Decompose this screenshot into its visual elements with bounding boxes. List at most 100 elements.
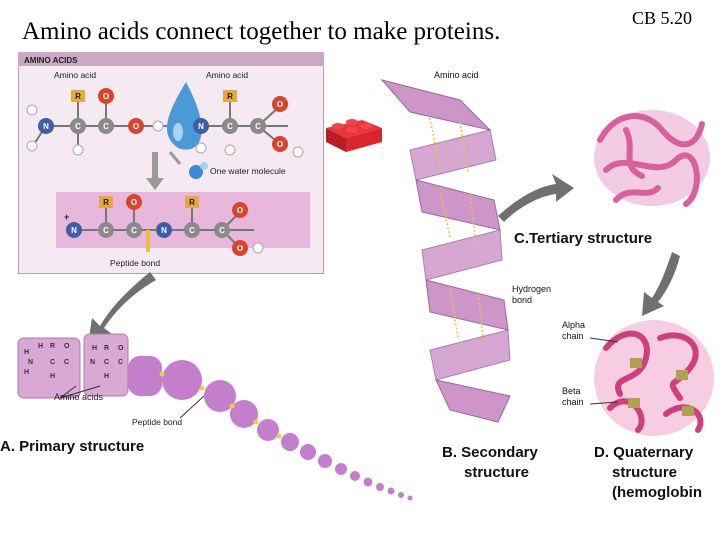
svg-text:C: C	[64, 359, 69, 366]
bead	[281, 433, 299, 451]
svg-text:R: R	[189, 198, 195, 207]
slide-reference: CB 5.20	[632, 8, 693, 28]
beta-chain-label-line1: Beta	[562, 386, 581, 396]
svg-text:N: N	[90, 359, 95, 366]
svg-text:C: C	[103, 226, 109, 235]
oxygen-atom	[272, 136, 288, 152]
arrow-to-tertiary-icon	[498, 174, 574, 222]
arrow-to-primary-icon	[88, 272, 156, 344]
oxygen-atom	[128, 118, 144, 134]
tertiary-structure-label: C.Tertiary structure	[514, 230, 653, 247]
bead	[128, 356, 162, 396]
amino-acid-inset: AMINO ACIDS Amino acid Amino acid N C C …	[18, 52, 324, 274]
bead	[398, 492, 404, 498]
bead	[387, 487, 395, 495]
heme-groups	[628, 358, 694, 416]
secondary-structure-label-line1: B. Secondary	[442, 444, 538, 461]
quaternary-structure-label-line1: D. Quaternary	[594, 444, 694, 461]
bead	[300, 444, 316, 460]
svg-text:O: O	[277, 140, 283, 149]
svg-text:C: C	[131, 226, 137, 235]
svg-text:R: R	[75, 92, 81, 101]
svg-text:C: C	[118, 359, 123, 366]
svg-text:H: H	[24, 369, 29, 376]
bead	[204, 380, 236, 412]
amino-acid-block	[17, 337, 81, 399]
svg-text:O: O	[133, 122, 139, 131]
primary-structure-diagram: H H R O N C C H H H R O N C C H Amino ac…	[17, 333, 413, 501]
oxygen-atom	[126, 194, 142, 210]
carbon-atom	[98, 222, 114, 238]
svg-text:C: C	[189, 226, 195, 235]
svg-text:H: H	[38, 343, 43, 350]
svg-text:O: O	[237, 206, 243, 215]
svg-text:C: C	[255, 122, 261, 131]
svg-text:C: C	[50, 359, 55, 366]
label-amino-acid-right: Amino acid	[206, 70, 248, 80]
oxygen-atom	[272, 96, 288, 112]
bead	[376, 483, 384, 491]
bead	[230, 400, 258, 428]
hydrogen-bond-label-line1: Hydrogen	[512, 284, 552, 294]
helix-ribbon	[380, 79, 511, 423]
carbon-atom	[222, 118, 238, 134]
oxygen-atom	[232, 240, 248, 256]
svg-text:C: C	[75, 122, 81, 131]
lego-brick-icon	[326, 119, 382, 152]
svg-text:O: O	[237, 244, 243, 253]
carbon-atom	[214, 222, 230, 238]
hydrogen-atom	[292, 146, 304, 158]
r-group	[223, 90, 237, 102]
svg-text:H: H	[24, 349, 29, 356]
down-arrow-icon	[146, 152, 164, 190]
svg-text:N: N	[71, 226, 77, 235]
beta-chain-label-line2: chain	[562, 397, 584, 407]
hydrogen-atom	[224, 144, 236, 156]
quaternary-structure-label-line3: (hemoglobin	[612, 484, 702, 501]
r-group	[71, 90, 85, 102]
svg-text:N: N	[28, 359, 33, 366]
oxygen-atom	[232, 202, 248, 218]
svg-text:+: +	[64, 212, 69, 222]
tertiary-structure-diagram	[594, 110, 710, 207]
nitrogen-atom	[156, 222, 172, 238]
svg-text:H: H	[104, 373, 109, 380]
oxygen-atom	[98, 88, 114, 104]
primary-structure-label: A. Primary structure	[0, 438, 145, 455]
svg-text:O: O	[131, 198, 137, 207]
label-amino-acid-left: Amino acid	[54, 70, 96, 80]
carbon-atom	[126, 222, 142, 238]
svg-text:H: H	[50, 373, 55, 380]
hemoglobin-chains	[603, 330, 704, 433]
hydrogen-atom	[252, 242, 264, 254]
inset-header-bar	[18, 52, 324, 66]
arrow-to-quaternary-icon	[642, 252, 680, 316]
carbon-atom	[184, 222, 200, 238]
svg-text:R: R	[227, 92, 233, 101]
svg-text:N: N	[198, 122, 204, 131]
nitrogen-atom	[38, 118, 54, 134]
hydrogen-atom	[26, 104, 38, 116]
bead	[257, 419, 279, 441]
slide-title: Amino acids connect together to make pro…	[22, 18, 501, 45]
carbon-atom	[70, 118, 86, 134]
top-left-molecule: N C C O R O	[26, 88, 164, 156]
alpha-chain-label-line1: Alpha	[562, 320, 586, 330]
svg-text:R: R	[50, 343, 55, 350]
svg-text:O: O	[277, 100, 283, 109]
chain-peptide-bond-label: Peptide bond	[132, 417, 182, 427]
dipeptide-molecule: N + C C N C C R O R O O	[64, 194, 264, 256]
nitrogen-atom	[66, 222, 82, 238]
polypeptide-chain	[128, 356, 413, 501]
svg-text:O: O	[118, 345, 124, 352]
inset-header: AMINO ACIDS	[24, 56, 78, 65]
r-group	[185, 196, 199, 208]
alpha-chain-label-line2: chain	[562, 331, 584, 341]
carbon-atom	[98, 118, 114, 134]
bead	[162, 360, 202, 400]
quaternary-structure-label-line2: structure	[612, 464, 678, 481]
svg-text:R: R	[104, 345, 109, 352]
chain-pointer-lines	[590, 337, 619, 405]
hydrogen-bond-label-line2: bond	[512, 295, 533, 305]
